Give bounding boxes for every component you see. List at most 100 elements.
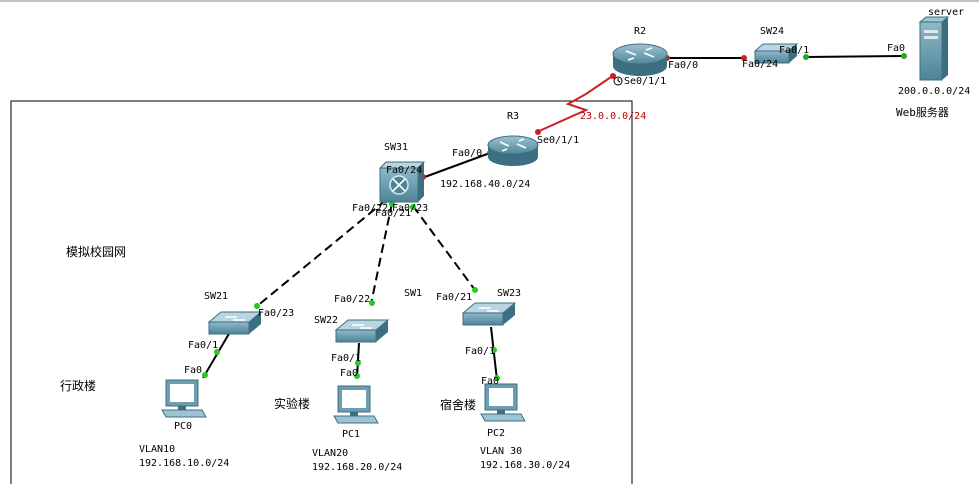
router-r2[interactable]	[612, 43, 668, 76]
label-lab-building: 实验楼	[274, 396, 310, 411]
label-vlan20: VLAN20	[312, 448, 348, 459]
label-campus: 模拟校园网	[66, 244, 126, 259]
port-dot-sw31-fa021	[410, 204, 416, 210]
label-pc0: PC0	[174, 421, 192, 432]
pc-pc0[interactable]	[161, 379, 207, 418]
port-dot-sw21-fa01	[214, 349, 220, 355]
server-web[interactable]	[918, 16, 950, 81]
port-dot-r3-se011	[535, 129, 541, 135]
serial-link-r2-r3[interactable]	[536, 74, 615, 133]
label-net-30: 192.168.30.0/24	[480, 460, 570, 471]
label-net-23: 23.0.0.0/24	[580, 111, 646, 122]
port-indicators	[202, 53, 907, 381]
link-sw23-pc2[interactable]	[490, 326, 498, 381]
port-label-pc1-fa0: Fa0	[340, 368, 358, 379]
port-label-r3-fa00: Fa0/0	[452, 148, 482, 159]
link-sw31-sw23[interactable]	[412, 205, 476, 291]
port-dot-sw22-fa01	[355, 360, 361, 366]
area-labels: 模拟校园网 行政楼 实验楼 宿舍楼 Web服务器	[60, 106, 949, 412]
switch-sw21[interactable]	[207, 311, 263, 335]
multilayer-switch-icon	[378, 161, 426, 203]
port-label-sw21-fa023: Fa0/23	[258, 308, 294, 319]
label-net-10: 192.168.10.0/24	[139, 458, 229, 469]
router-icon	[487, 135, 539, 166]
label-sw1: SW1	[404, 288, 422, 299]
router-r3[interactable]	[487, 135, 539, 166]
pc-pc1[interactable]	[333, 385, 379, 424]
server-icon	[918, 16, 950, 81]
port-label-sw22-fa022: Fa0/22	[334, 294, 370, 305]
switch-sw22[interactable]	[334, 319, 390, 343]
clock-rate-icon	[613, 76, 623, 86]
router-icon	[612, 43, 668, 76]
link-sw31-sw21[interactable]	[255, 199, 387, 308]
link-sw24-server[interactable]	[805, 55, 906, 58]
port-label-sw23-fa01: Fa0/1	[465, 346, 495, 357]
label-sw31: SW31	[384, 142, 408, 153]
port-label-sw31-fa024: Fa0/24	[386, 165, 422, 176]
port-label-sw23-fa021: Fa0/21	[436, 292, 472, 303]
port-dot-server-fa0	[901, 53, 907, 59]
label-net-20: 192.168.20.0/24	[312, 462, 402, 473]
port-label-server-fa0: Fa0	[887, 43, 905, 54]
port-label-sw31-fa022: Fa0/22	[352, 203, 388, 214]
network-labels: 200.0.0.0/24 23.0.0.0/24 192.168.40.0/24…	[139, 86, 970, 473]
port-dot-sw24-fa024	[741, 55, 747, 61]
label-dorm-building: 宿舍楼	[440, 397, 476, 412]
port-label-pc2-fa0: Fa0	[481, 376, 499, 387]
switch-icon	[207, 311, 263, 335]
label-web-server: Web服务器	[896, 106, 949, 119]
pc-icon	[161, 379, 207, 418]
label-pc1: PC1	[342, 429, 360, 440]
label-net-40: 192.168.40.0/24	[440, 179, 530, 190]
device-labels: server R2 SW24 R3 SW31 SW21 SW22 SW1 SW2…	[174, 7, 964, 440]
label-admin-building: 行政楼	[60, 378, 96, 393]
label-pc2: PC2	[487, 428, 505, 439]
port-label-r2-fa00: Fa0/0	[668, 60, 698, 71]
label-sw22: SW22	[314, 315, 338, 326]
multilayer-switch-sw31[interactable]	[378, 161, 426, 203]
port-dot-sw21-fa023	[254, 303, 260, 309]
pc-icon	[480, 383, 526, 422]
campus-area-box	[10, 100, 633, 484]
pc-icon	[333, 385, 379, 424]
label-sw21: SW21	[204, 291, 228, 302]
port-label-r3-se011: Se0/1/1	[537, 135, 579, 146]
link-sw31-r3[interactable]	[421, 152, 491, 179]
port-dot-sw22-fa022	[369, 300, 375, 306]
switch-icon	[461, 302, 517, 326]
label-sw24: SW24	[760, 26, 784, 37]
pc-pc2[interactable]	[480, 383, 526, 422]
label-sw23: SW23	[497, 288, 521, 299]
port-dot-sw24-fa01	[803, 54, 809, 60]
port-dot-sw23-fa01	[491, 347, 497, 353]
port-label-sw24-fa01: Fa0/1	[779, 45, 809, 56]
links	[202, 55, 906, 381]
switch-icon	[334, 319, 390, 343]
port-dot-pc2-fa0	[494, 375, 500, 381]
port-dot-pc1-fa0	[354, 373, 360, 379]
switch-sw23[interactable]	[461, 302, 517, 326]
switch-sw24[interactable]	[753, 43, 799, 64]
port-label-sw21-fa01: Fa0/1	[188, 340, 218, 351]
link-sw31-sw22[interactable]	[370, 202, 393, 305]
port-dot-r2-se011	[610, 73, 616, 79]
port-label-pc0-fa0: Fa0	[184, 365, 202, 376]
label-server: server	[928, 7, 964, 18]
switch-icon	[753, 43, 799, 64]
port-dot-pc0-fa0	[202, 372, 208, 378]
port-labels: Fa0/0 Se0/1/1 Fa0/24 Fa0/1 Fa0 Se0/1/1 F…	[184, 43, 905, 387]
port-label-sw24-fa024: Fa0/24	[742, 59, 778, 70]
port-dot-sw23-fa021	[472, 287, 478, 293]
label-net-200: 200.0.0.0/24	[898, 86, 970, 97]
port-label-sw22-fa01: Fa0/1	[331, 353, 361, 364]
label-r3: R3	[507, 111, 519, 122]
port-label-sw31-fa021: Fa0/21	[375, 208, 411, 219]
link-sw21-pc0[interactable]	[202, 331, 231, 379]
label-vlan30: VLAN 30	[480, 446, 522, 457]
port-label-sw31-fa023: Fa0/23	[392, 203, 428, 214]
port-label-r2-se011: Se0/1/1	[624, 76, 666, 87]
label-r2: R2	[634, 26, 646, 37]
label-vlan10: VLAN10	[139, 444, 175, 455]
